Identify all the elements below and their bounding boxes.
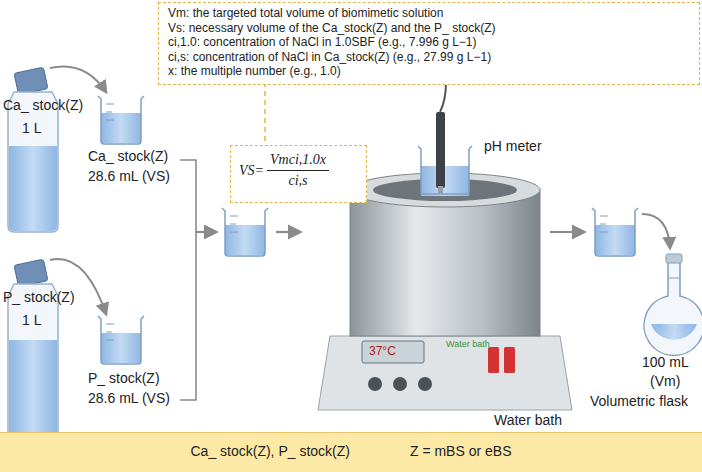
text-label: 100 mL xyxy=(642,354,689,370)
definition-line: Vm: the targeted total volume of biomime… xyxy=(168,6,690,21)
footer-band: Ca_ stock(Z), P_ stock(Z) Z = mBS or eBS xyxy=(0,432,702,472)
text-label: pH meter xyxy=(484,138,542,154)
numerator: Vmci,1.0x xyxy=(267,152,329,171)
text-label: 37°C xyxy=(369,345,396,359)
formula-lhs: VS= xyxy=(239,163,264,179)
definition-line: ci,1.0: concentration of NaCl in 1.0SBF … xyxy=(168,35,690,50)
band-text: Ca_ stock(Z), P_ stock(Z) xyxy=(190,443,349,459)
formula-box: VS=Vmci,1.0xci,s xyxy=(230,145,367,203)
text-label: Ca_ stock(Z) xyxy=(3,97,83,113)
text-label: 28.6 mL (VS) xyxy=(88,390,170,406)
denominator: ci,s xyxy=(288,171,307,189)
definition-callout: Vm: the targeted total volume of biomime… xyxy=(158,2,700,85)
text-label: Volumetric flask xyxy=(590,393,688,409)
fraction: Vmci,1.0xci,s xyxy=(267,152,329,189)
node-content: Ca_ stock(Z), P_ stock(Z) Z = mBS or eBS xyxy=(8,443,694,459)
text-label: 28.6 mL (VS) xyxy=(88,168,170,184)
text-label: Water bath xyxy=(494,412,562,428)
text-label: 1 L xyxy=(22,120,41,136)
definition-line: Vs: necessary volume of the Ca_stock(Z) … xyxy=(168,21,690,36)
text-label: Ca_ stock(Z) xyxy=(88,148,168,164)
text-label: (Vm) xyxy=(650,373,680,389)
text-label: P_ stock(Z) xyxy=(88,370,160,386)
definition-line: x: the multiple number (e.g., 1.0) xyxy=(168,64,690,79)
text-label: P_ stock(Z) xyxy=(3,289,75,305)
text-label: 1 L xyxy=(22,312,41,328)
band-text: Z = mBS or eBS xyxy=(410,443,512,459)
text-label: Water bath xyxy=(446,339,490,349)
node-content: VS=Vmci,1.0xci,s xyxy=(239,152,358,189)
definition-line: ci,s: concentration of NaCl in Ca_stock(… xyxy=(168,50,690,65)
node-content: Vm: the targeted total volume of biomime… xyxy=(168,6,690,79)
